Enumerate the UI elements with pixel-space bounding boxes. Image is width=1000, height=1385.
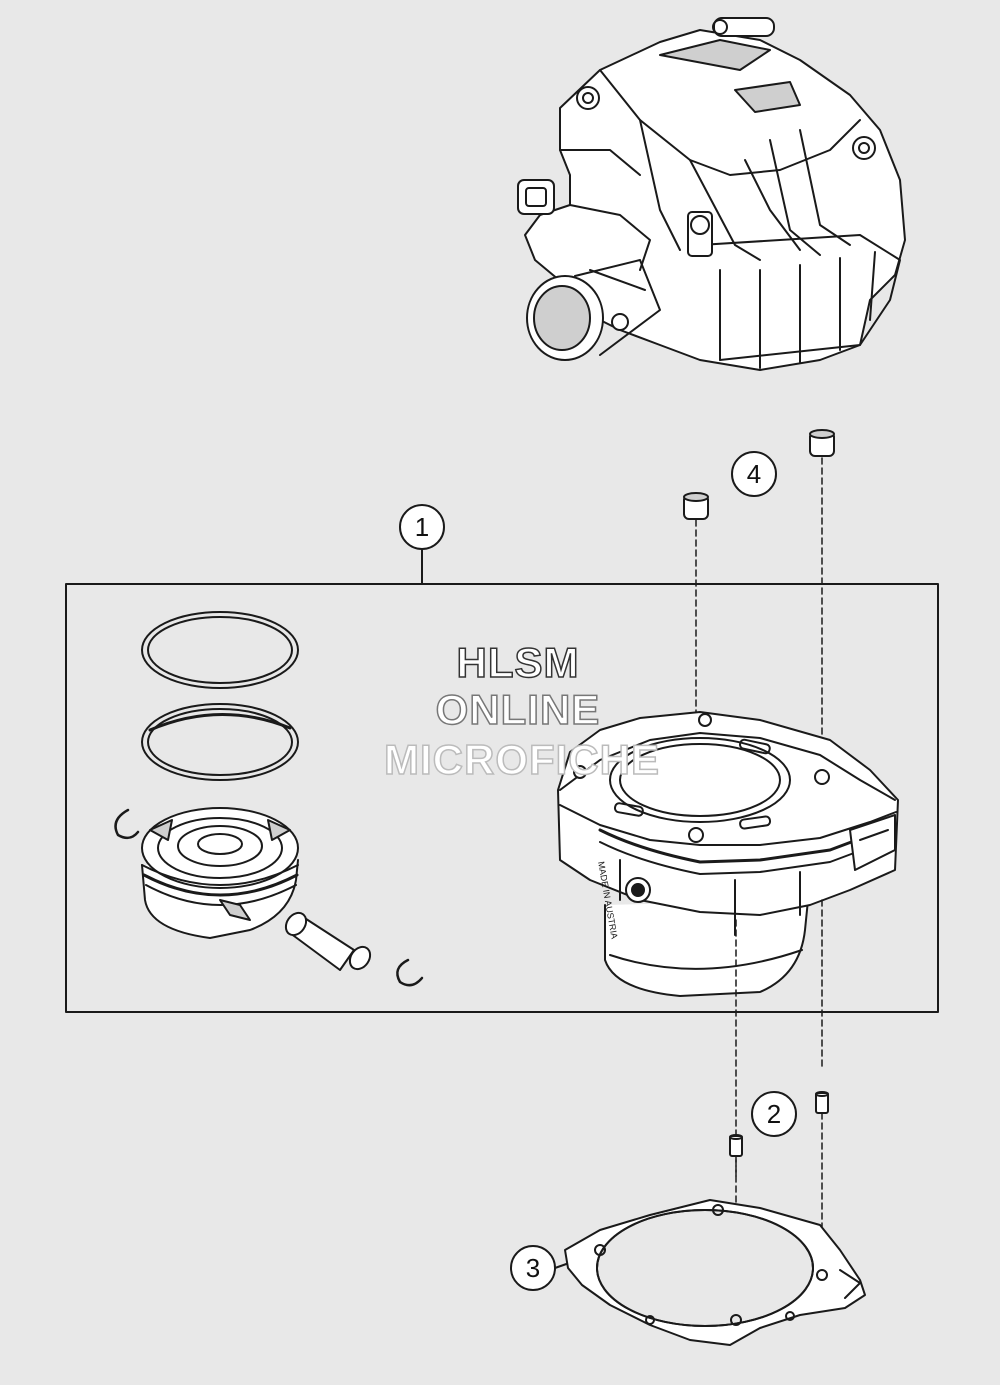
piston-pin	[284, 911, 372, 971]
piston-rings	[141, 611, 299, 781]
circlip-left	[114, 808, 140, 840]
watermark-line-1: HLSM	[457, 639, 580, 686]
cylinder: MADE IN AUSTRIA	[557, 711, 899, 997]
callout-4-label: 4	[747, 459, 761, 489]
callout-2-circle	[751, 1091, 797, 1137]
cylinder-head-assembly	[517, 17, 906, 371]
circlip-right	[396, 958, 424, 987]
callout-3-label: 3	[526, 1253, 540, 1283]
base-gasket	[564, 1199, 866, 1346]
callout-1-label: 1	[415, 512, 429, 542]
watermark: HLSM ONLINE MICROFICHE	[383, 638, 660, 784]
callout-2-label: 2	[767, 1099, 781, 1129]
watermark-line-2: ONLINE	[436, 686, 601, 733]
cylinder-kit-frame	[65, 583, 939, 1013]
watermark-line-3: MICROFICHE	[384, 736, 660, 783]
piston	[141, 807, 299, 939]
callout-4-circle	[731, 451, 777, 497]
